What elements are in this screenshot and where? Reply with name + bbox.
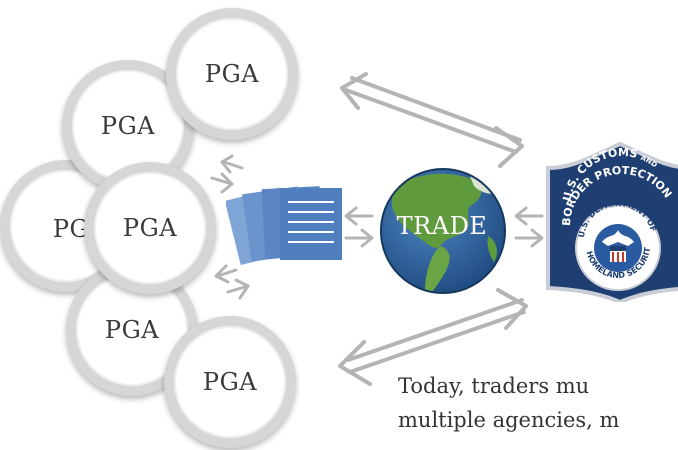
docs-globe-arrows [344,206,374,248]
caption-line2: multiple agencies, m [398,408,620,432]
cbp-badge-icon: U.S. CUSTOMS AND BORDER PROTECTION U.S. … [544,138,678,302]
cluster-upper-arrows [210,154,244,194]
top-long-arrow [340,72,524,168]
pga-label: PGA [122,214,178,242]
trade-label: TRADE [396,212,488,240]
caption-line1: Today, traders mu [398,374,590,398]
pga-label: PGA [204,60,260,88]
pga-label: PGA [100,112,156,140]
pga-node-top: PGA [166,8,298,140]
globe-badge-arrows [514,206,544,248]
cluster-lower-arrows [214,264,250,300]
documents-icon [226,186,342,266]
pga-node-bottom: PGA [164,316,296,448]
bottom-long-arrow [338,288,528,386]
pga-label: PG [52,215,90,243]
pga-node-center: PGA [84,162,216,294]
pga-label: PGA [104,316,160,344]
pga-label: PGA [202,368,258,396]
globe-icon [380,168,506,294]
